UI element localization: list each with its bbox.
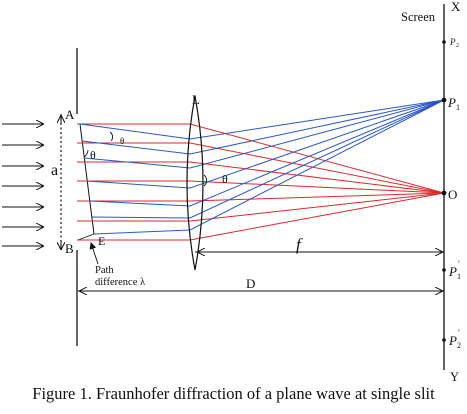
focal-length-label: f: [296, 235, 303, 254]
svg-text:2: 2: [457, 341, 461, 350]
path-difference-label-line2: difference λ: [95, 277, 146, 288]
red-rays: [77, 123, 445, 241]
svg-text:P: P: [448, 333, 457, 348]
center-point-label: O: [448, 187, 457, 202]
slit-bottom-label: B: [65, 241, 74, 256]
e-connector-line: [77, 233, 95, 241]
path-difference-pointer: [89, 242, 99, 265]
screen-points: [441, 40, 447, 342]
p1-label: P 1: [447, 95, 460, 112]
angle-label-slit: θ: [90, 148, 96, 162]
slit-top-label: A: [65, 107, 75, 122]
p1-prime-label: P ′ 1: [448, 259, 461, 281]
incident-wave-arrows: [2, 124, 43, 246]
svg-text:P: P: [447, 95, 456, 110]
p2-prime-label: P ′ 2: [448, 328, 461, 350]
svg-text:′: ′: [458, 328, 460, 338]
svg-text:P: P: [448, 264, 457, 279]
slit-width-label: a: [51, 162, 58, 179]
wavefront-line-ae: [79, 123, 95, 235]
screen-label: Screen: [401, 10, 436, 24]
svg-text:1: 1: [457, 272, 461, 281]
angle-label-small: θ: [120, 136, 124, 146]
path-difference-label-line1: Path: [95, 265, 114, 276]
svg-text:′: ′: [458, 259, 460, 269]
y-axis-label: Y: [450, 370, 459, 384]
angle-label-lens: θ: [222, 172, 228, 186]
distance-label: D: [246, 276, 255, 291]
x-axis-label: X: [451, 0, 461, 14]
figure-caption: Figure 1. Fraunhofer diffraction of a pl…: [32, 384, 435, 403]
svg-text:P: P: [449, 37, 456, 47]
edge-point-label: E: [98, 234, 105, 248]
svg-text:2: 2: [456, 43, 459, 49]
convex-lens: [186, 95, 204, 271]
angle-arcs: [83, 131, 208, 187]
lens-label: L: [192, 92, 200, 107]
p2-label: P 2: [449, 37, 459, 49]
blue-rays: [79, 99, 445, 235]
svg-text:1: 1: [456, 103, 460, 112]
